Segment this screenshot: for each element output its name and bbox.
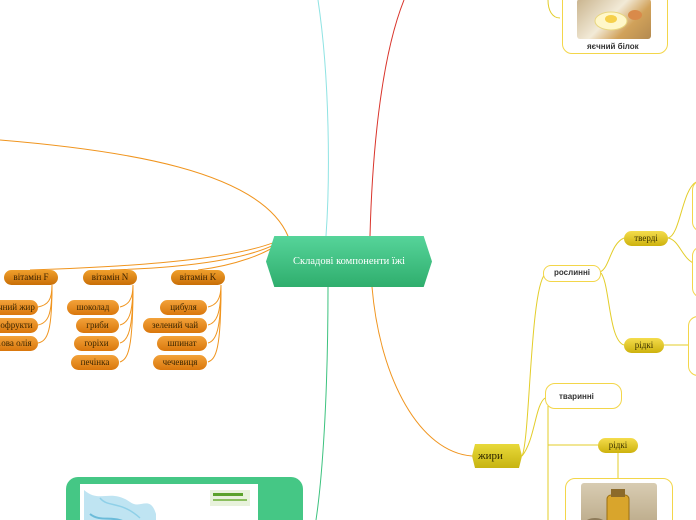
central-topic[interactable]: Складові компоненти їжі <box>266 236 432 287</box>
edge-box-3 <box>688 316 696 376</box>
vitamin-n-item[interactable]: печінка <box>71 355 119 370</box>
animal-fats-label: тваринні <box>559 392 594 401</box>
oil-image <box>581 483 657 520</box>
branch-fats <box>371 286 473 457</box>
edge-box-1 <box>692 180 696 232</box>
egg-bowl-icon <box>594 10 642 31</box>
vitamin-f-item[interactable]: …чний жир <box>0 300 38 315</box>
vitamin-f-item[interactable]: …офрукти <box>0 318 38 333</box>
branch-red <box>369 0 405 237</box>
oil-image-card[interactable] <box>565 478 673 520</box>
solid-fats-node[interactable]: тверді <box>624 231 668 246</box>
branch-vitamin-f <box>29 235 289 271</box>
vitamin-n-item[interactable]: гриби <box>76 318 119 333</box>
vitamin-n-node[interactable]: вітамін N <box>83 270 137 285</box>
plant-fats-label: рослинні <box>554 268 591 277</box>
fats-node[interactable]: жири <box>472 444 522 468</box>
vitamin-f-item[interactable]: …ова олія <box>0 336 38 351</box>
vitamin-k-item[interactable]: цибуля <box>160 300 207 315</box>
oil-jar-icon <box>587 489 630 520</box>
water-card[interactable] <box>66 477 303 520</box>
edge-box-2 <box>692 246 696 298</box>
animal-fats-node[interactable]: тваринні <box>545 383 622 409</box>
water-image <box>80 484 258 520</box>
vitamin-k-item[interactable]: шпинат <box>157 336 207 351</box>
branch-cyan <box>317 0 329 237</box>
vitamin-k-item[interactable]: чечевиця <box>153 355 207 370</box>
plant-fats-node[interactable]: рослинні <box>543 265 601 282</box>
animal-liquid-fats-node[interactable]: рідкі <box>598 438 638 453</box>
egg-white-card[interactable]: яєчний білок <box>562 0 668 54</box>
egg-image <box>577 0 651 39</box>
plant-liquid-fats-node[interactable]: рідкі <box>624 338 664 353</box>
egg-caption: яєчний білок <box>587 42 639 51</box>
branch-green <box>315 286 329 520</box>
vitamin-n-item[interactable]: шоколад <box>67 300 119 315</box>
vitamin-k-node[interactable]: вітамін K <box>171 270 225 285</box>
branch-vitamins <box>0 139 289 237</box>
water-splash-icon <box>84 490 250 520</box>
vitamin-k-item[interactable]: зелений чай <box>143 318 207 333</box>
vitamin-n-item[interactable]: горіхи <box>74 336 119 351</box>
vitamin-f-node[interactable]: вітамін F <box>4 270 58 285</box>
